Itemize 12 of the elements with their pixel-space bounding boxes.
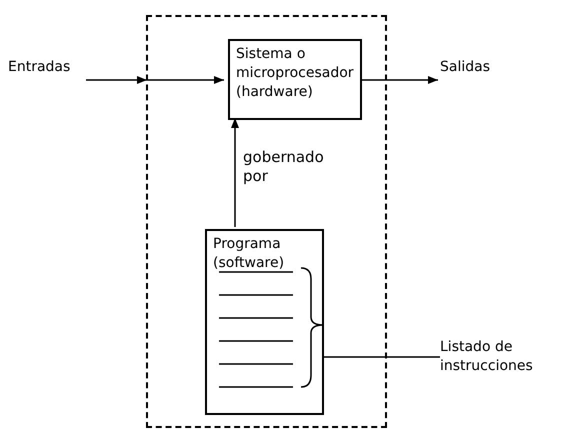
- edge-label: gobernado por: [243, 148, 323, 186]
- instruction-list-text: Listado de instrucciones: [440, 338, 534, 376]
- program-title: Programa (software): [213, 235, 286, 273]
- input-text: Entradas: [8, 58, 72, 77]
- system-box: [228, 39, 362, 120]
- system-title: Sistema o microprocesador (hardware): [236, 45, 354, 102]
- arrow: [360, 76, 438, 84]
- arrow: [231, 118, 239, 227]
- arrow: [86, 76, 224, 84]
- program-box: [205, 229, 324, 415]
- dashed-boundary-box: [146, 15, 387, 428]
- output-text: Salidas: [440, 58, 492, 77]
